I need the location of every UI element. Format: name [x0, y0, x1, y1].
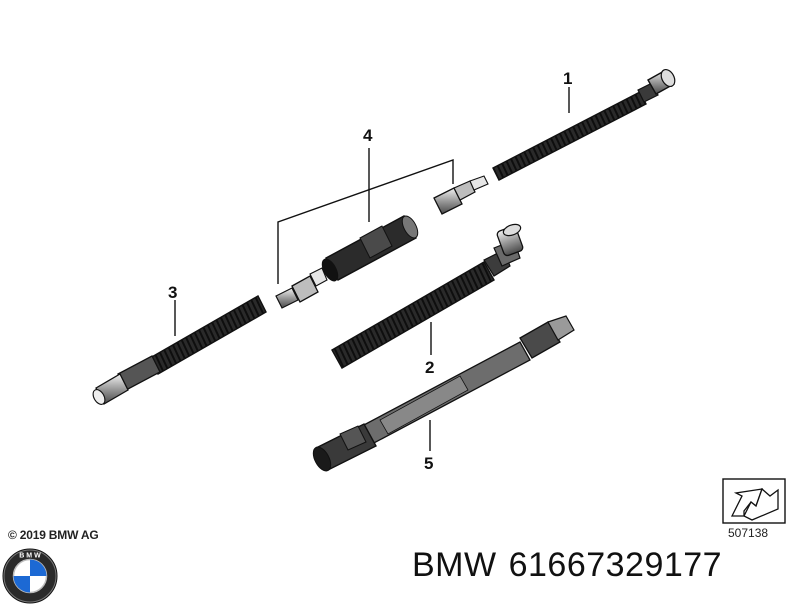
part-number: 61667329177	[508, 546, 723, 584]
part-number-bar: BMW 61667329177	[412, 548, 722, 582]
diagram-number: 507138	[728, 526, 769, 540]
part-1-hose	[492, 68, 676, 181]
direction-arrow-icon	[722, 478, 786, 524]
leader-lines	[174, 87, 570, 451]
callout-4: 4	[363, 126, 373, 145]
callout-1: 1	[563, 69, 573, 88]
callout-3: 3	[168, 283, 178, 302]
part-5-harness	[312, 315, 575, 472]
bmw-logo-icon: B M W	[2, 548, 58, 604]
part-4-coupling	[321, 215, 419, 282]
part-2-hose	[331, 223, 524, 369]
callout-5: 5	[424, 454, 434, 473]
copyright-text: © 2019 BMW AG	[8, 528, 99, 542]
part-4-connector-upper	[433, 175, 489, 215]
svg-text:B M W: B M W	[19, 553, 41, 560]
part-3-hose	[92, 295, 267, 405]
callout-2: 2	[425, 358, 435, 377]
part-4-connector-lower	[275, 267, 328, 309]
brand-name: BMW	[412, 546, 497, 584]
